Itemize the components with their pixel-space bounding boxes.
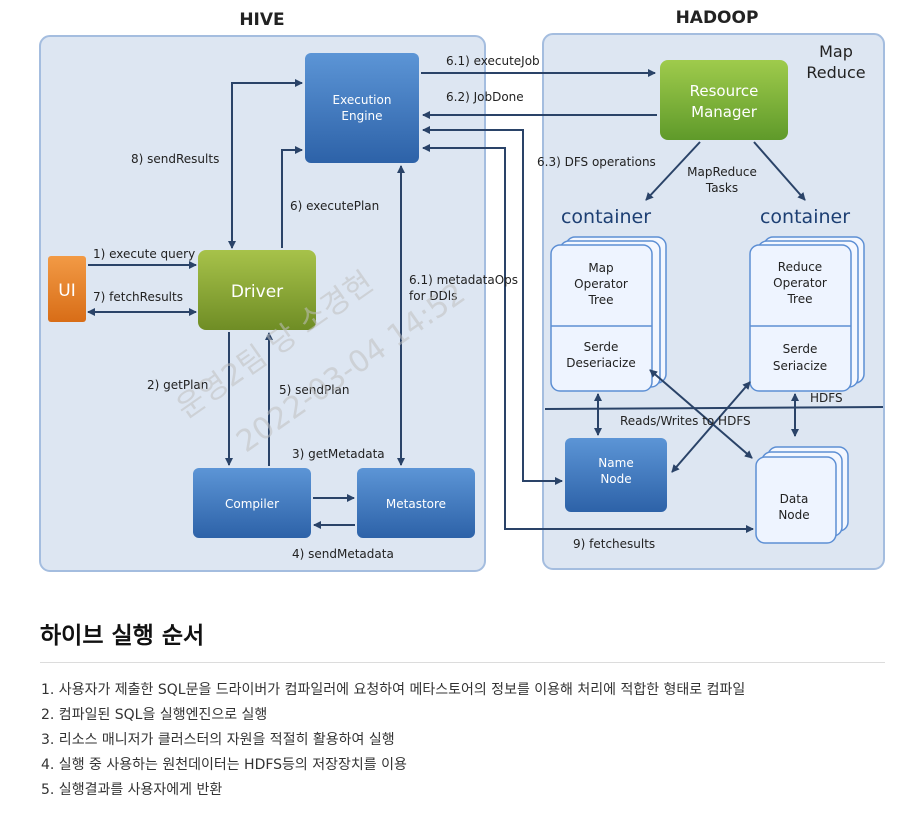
label-metadata-ops-line2: for DDls <box>409 289 457 303</box>
step-item: 2. 컴파일된 SQL을 실행엔진으로 실행 <box>41 707 268 723</box>
label-send-plan: 5) sendPlan <box>279 383 350 397</box>
ui-box <box>48 256 86 322</box>
label-metadata-ops-line1: 6.1) metadataOps <box>409 273 518 287</box>
label-read-writes: Reads/Writes to HDFS <box>620 414 751 428</box>
serde-left-line1: Serde <box>584 340 619 354</box>
metastore-label: Metastore <box>386 497 446 511</box>
label-get-plan: 2) getPlan <box>147 378 208 392</box>
label-send-results: 8) sendResults <box>131 152 219 166</box>
label-send-metadata: 4) sendMetadata <box>292 547 394 561</box>
compiler-label: Compiler <box>225 497 279 511</box>
resource-manager-line1: Resource <box>690 82 759 100</box>
section-title: 하이브 실행 순서 <box>40 623 205 649</box>
step-item: 3. 리소스 매니저가 클러스터의 자원을 적절히 활용하여 실행 <box>41 732 395 748</box>
arrow-cross-right-to-name-node <box>671 381 751 473</box>
label-hdfs: HDFS <box>810 391 843 405</box>
data-node-stack <box>755 446 849 544</box>
connector-arrows <box>87 69 806 533</box>
driver-box <box>198 250 316 330</box>
label-fetch-results: 7) fetchResults <box>93 290 183 304</box>
reduce-operator-line3: Tree <box>786 292 812 306</box>
label-mapreduce-tasks-line1: MapReduce <box>687 165 757 179</box>
label-job-done: 6.2) JobDone <box>446 90 524 104</box>
reduce-operator-line1: Reduce <box>778 260 822 274</box>
title-divider <box>40 662 885 663</box>
serde-left-line2: Deseriacize <box>566 356 636 370</box>
map-operator-line1: Map <box>588 261 613 275</box>
map-operator-line3: Tree <box>587 293 613 307</box>
driver-label: Driver <box>231 282 283 302</box>
serde-right-line2: Seriacize <box>773 359 827 373</box>
execution-engine-box <box>305 53 419 163</box>
execution-steps-list: 1. 사용자가 제출한 SQL문을 드라이버가 컴파일러에 요청하여 메타스토어… <box>41 678 745 803</box>
mapreduce-label-line2: Reduce <box>806 63 865 82</box>
resource-manager-box <box>660 60 788 140</box>
map-operator-line2: Operator <box>574 277 628 291</box>
name-node-line2: Node <box>600 472 631 486</box>
reduce-operator-line2: Operator <box>773 276 827 290</box>
hadoop-title: HADOOP <box>676 8 759 28</box>
step-item: 4. 실행 중 사용하는 원천데이터는 HDFS등의 저장장치를 이용 <box>41 757 407 773</box>
ui-label: UI <box>58 281 75 301</box>
arrow-fetch-results-9 <box>422 144 754 533</box>
container-left-title: container <box>561 206 651 228</box>
resource-manager-line2: Manager <box>691 103 758 121</box>
container-right-title: container <box>760 206 850 228</box>
label-execute-plan: 6) executePlan <box>290 199 379 213</box>
label-execute-job: 6.1) executeJob <box>446 54 540 68</box>
label-dfs-operations: 6.3) DFS operations <box>537 155 656 169</box>
arrow-execute-plan <box>281 146 303 248</box>
data-node-line2: Node <box>778 508 809 522</box>
name-node-line1: Name <box>598 456 633 470</box>
label-get-metadata: 3) getMetadata <box>292 447 385 461</box>
arrow-send-results <box>228 79 303 249</box>
arrow-rm-to-container-left <box>645 141 701 201</box>
data-node-line1: Data <box>780 492 809 506</box>
label-mapreduce-tasks-line2: Tasks <box>705 181 738 195</box>
serde-right-line1: Serde <box>783 342 818 356</box>
arrow-rm-to-container-right <box>753 141 806 201</box>
step-item: 5. 실행결과를 사용자에게 반환 <box>41 782 223 798</box>
label-fetch-results-9: 9) fetchesults <box>573 537 655 551</box>
execution-engine-line1: Execution <box>333 93 392 107</box>
hive-architecture-diagram: HIVE HADOOP Map Reduce UI Driver Executi… <box>39 8 885 572</box>
container-right-stack <box>749 236 865 392</box>
step-item: 1. 사용자가 제출한 SQL문을 드라이버가 컴파일러에 요청하여 메타스토어… <box>41 682 746 698</box>
execution-engine-line2: Engine <box>341 109 382 123</box>
compiler-box <box>193 468 311 538</box>
hive-title: HIVE <box>239 10 284 30</box>
label-execute-query: 1) execute query <box>93 247 195 261</box>
mapreduce-label-line1: Map <box>819 42 853 61</box>
